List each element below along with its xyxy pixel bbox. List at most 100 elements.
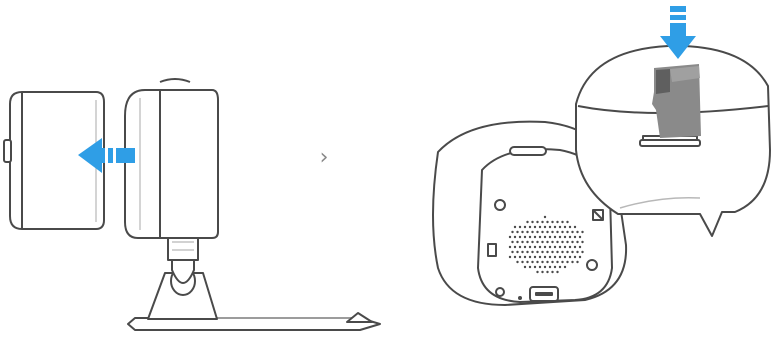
grille-hole xyxy=(571,241,573,243)
grille-hole xyxy=(536,261,538,263)
grille-hole xyxy=(574,246,576,248)
grille-hole xyxy=(526,221,528,223)
grille-hole xyxy=(541,231,543,233)
grille-hole xyxy=(531,231,533,233)
grille-hole xyxy=(524,266,526,268)
grille-hole xyxy=(544,246,546,248)
grille-hole xyxy=(561,231,563,233)
grille-hole xyxy=(524,246,526,248)
grille-hole xyxy=(516,241,518,243)
grille-hole xyxy=(544,216,546,218)
grille-hole xyxy=(569,226,571,228)
grille-hole xyxy=(576,261,578,263)
grille-hole xyxy=(561,221,563,223)
grille-hole xyxy=(554,266,556,268)
mount-head xyxy=(125,79,218,238)
grille-hole xyxy=(541,251,543,253)
grille-hole xyxy=(529,236,531,238)
grille-hole xyxy=(566,251,568,253)
chevron-right-icon: › xyxy=(312,146,336,170)
grille-hole xyxy=(509,256,511,258)
grille-hole xyxy=(516,251,518,253)
grille-hole xyxy=(574,236,576,238)
grille-hole xyxy=(559,236,561,238)
grille-hole xyxy=(521,241,523,243)
grille-hole xyxy=(551,221,553,223)
grille-hole xyxy=(556,251,558,253)
grille-hole xyxy=(564,236,566,238)
grille-hole xyxy=(564,246,566,248)
grille-hole xyxy=(576,231,578,233)
grille-hole xyxy=(556,271,558,273)
grille-hole xyxy=(529,246,531,248)
grille-hole xyxy=(511,231,513,233)
grille-hole xyxy=(561,251,563,253)
grille-hole xyxy=(531,251,533,253)
grille-hole xyxy=(581,251,583,253)
grille-hole xyxy=(541,241,543,243)
grille-hole xyxy=(539,236,541,238)
grille-hole xyxy=(541,271,543,273)
grille-hole xyxy=(581,231,583,233)
grille-hole xyxy=(564,266,566,268)
grille-hole xyxy=(514,256,516,258)
grille-hole xyxy=(554,256,556,258)
grille-hole xyxy=(529,266,531,268)
grille-hole xyxy=(549,226,551,228)
grille-hole xyxy=(546,231,548,233)
grille-hole xyxy=(514,236,516,238)
grille-hole xyxy=(511,241,513,243)
grille-hole xyxy=(511,251,513,253)
grille-hole xyxy=(534,236,536,238)
grille-hole xyxy=(566,241,568,243)
grille-hole xyxy=(551,251,553,253)
grille-hole xyxy=(571,261,573,263)
grille-hole xyxy=(559,246,561,248)
grille-hole xyxy=(526,241,528,243)
grille-hole xyxy=(539,256,541,258)
grille-hole xyxy=(546,271,548,273)
grille-hole xyxy=(554,226,556,228)
grille-hole xyxy=(539,246,541,248)
grille-hole xyxy=(576,251,578,253)
grille-hole xyxy=(559,256,561,258)
grille-hole xyxy=(574,256,576,258)
grille-hole xyxy=(551,261,553,263)
grille-hole xyxy=(544,226,546,228)
grille-hole xyxy=(534,246,536,248)
grille-hole xyxy=(566,221,568,223)
grille-hole xyxy=(556,241,558,243)
step-1-illustration xyxy=(4,79,380,330)
grille-hole xyxy=(516,231,518,233)
grille-hole xyxy=(541,261,543,263)
grille-hole xyxy=(531,221,533,223)
grille-hole xyxy=(576,241,578,243)
grille-hole xyxy=(524,236,526,238)
grille-hole xyxy=(514,226,516,228)
grille-hole xyxy=(549,246,551,248)
grille-hole xyxy=(579,256,581,258)
grille-hole xyxy=(521,231,523,233)
grille-hole xyxy=(521,261,523,263)
grille-hole xyxy=(561,241,563,243)
grille-hole xyxy=(536,241,538,243)
grille-hole xyxy=(546,241,548,243)
grille-hole xyxy=(546,251,548,253)
grille-hole xyxy=(541,221,543,223)
grille-hole xyxy=(531,261,533,263)
grille-hole xyxy=(519,236,521,238)
grille-hole xyxy=(536,271,538,273)
grille-hole xyxy=(574,226,576,228)
grille-hole xyxy=(526,261,528,263)
grille-hole xyxy=(546,221,548,223)
grille-hole xyxy=(514,246,516,248)
grille-hole xyxy=(524,226,526,228)
grille-hole xyxy=(549,256,551,258)
step-2-illustration xyxy=(433,46,770,305)
grille-hole xyxy=(559,266,561,268)
grille-hole xyxy=(556,231,558,233)
grille-hole xyxy=(566,261,568,263)
grille-hole xyxy=(564,256,566,258)
grille-hole xyxy=(569,256,571,258)
